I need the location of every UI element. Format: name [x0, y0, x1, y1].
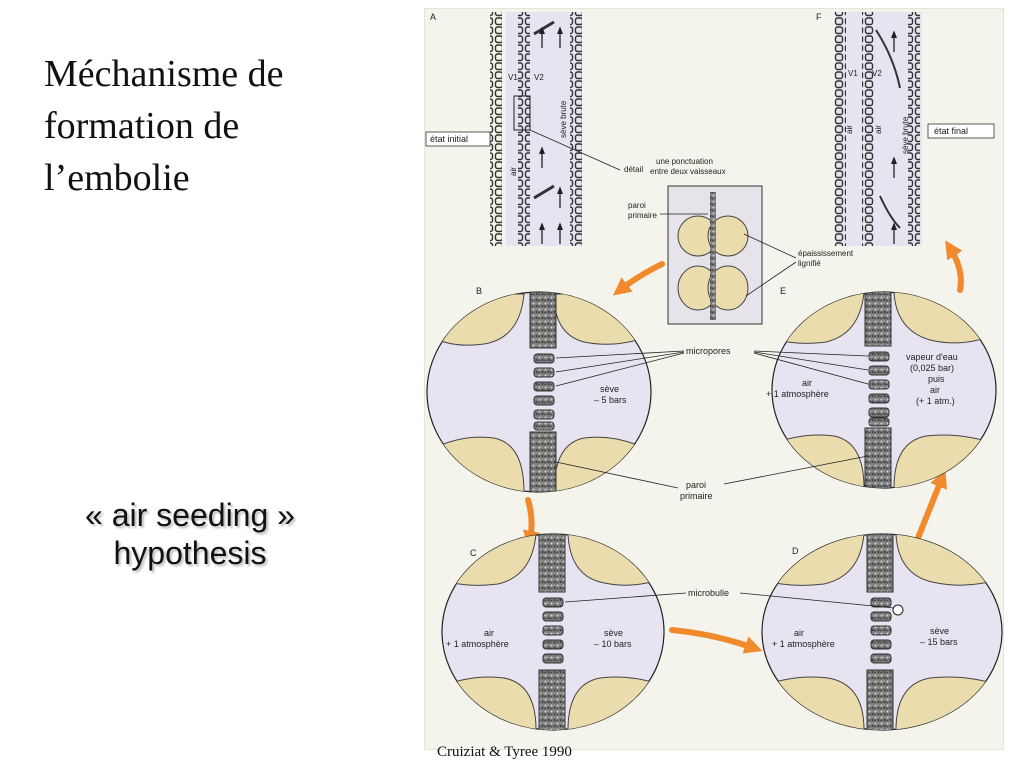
panel-f-letter: F	[816, 12, 822, 22]
arrow-e-to-f	[945, 240, 964, 293]
panel-e-letter: E	[780, 286, 786, 296]
panel-a-air: air	[509, 167, 518, 176]
etat-final-label: état final	[934, 126, 968, 136]
ponctuation-line-2: entre deux vaisseaux	[650, 167, 726, 176]
panel-e-vapeur-2: (0,025 bar)	[910, 363, 954, 373]
panel-d-air-1: air	[794, 628, 804, 638]
panel-d-seve-1: sève	[930, 626, 949, 636]
embolism-diagram: A V1 V2 sève brute air état initial F	[424, 8, 1004, 750]
panel-b-seve-2: – 5 bars	[594, 395, 627, 405]
hypothesis-line-2: hypothesis	[113, 535, 267, 571]
panel-a-detail-box	[513, 95, 531, 131]
panel-c-letter: C	[470, 548, 477, 558]
detail-label: détail	[624, 165, 643, 174]
panel-f-wall-right	[908, 12, 920, 246]
microbubble	[892, 604, 904, 616]
panel-c-seve-2: – 10 bars	[594, 639, 632, 649]
microbulle-label: microbulle	[688, 588, 729, 598]
title-line-1: Méchanisme de	[44, 53, 284, 95]
panel-a-v2: V2	[534, 73, 544, 82]
panel-f-wall-left	[834, 12, 846, 246]
embolism-figure: A V1 V2 sève brute air état initial F	[424, 8, 1004, 750]
panel-f-wall-mid	[862, 12, 874, 246]
panel-f-v1: V1	[848, 69, 858, 78]
arrow-d-to-e	[915, 469, 948, 541]
slide-title: Méchanisme de formation de l’embolie	[44, 48, 374, 204]
panel-f: F V1 V2 air air sève brute état final	[816, 12, 995, 246]
panel-c-air-2: + 1 atmosphère	[446, 639, 509, 649]
panel-b-letter: B	[476, 286, 482, 296]
panel-f-vessel	[836, 12, 922, 246]
panel-f-flap-2	[879, 195, 901, 229]
panel-f-v2: V2	[872, 69, 882, 78]
micropores-callout: micropores	[555, 346, 869, 387]
detail-leader	[529, 129, 621, 171]
panel-a-flow-arrows	[538, 26, 564, 244]
epaississement-leader-1	[743, 233, 797, 259]
progression-arrows	[522, 240, 964, 654]
panel-b-seve-1: sève	[600, 384, 619, 394]
arrow-a-to-b	[612, 261, 665, 296]
panel-a-wall-mid	[518, 12, 530, 246]
pit-lobe-4	[707, 265, 749, 311]
panel-d: D air + 1 atmosphère sève – 15 bars	[761, 533, 1003, 731]
panel-a-wall-right	[570, 12, 582, 246]
paroi-primaire-callout: paroi primaire	[555, 455, 869, 501]
panel-c-air-1: air	[484, 628, 494, 638]
pit-detail: paroi primaire détail une ponctuation en…	[529, 129, 854, 325]
pit-paroi-2: primaire	[628, 211, 657, 220]
paroi-primaire-line-1: paroi	[686, 480, 706, 490]
panel-f-air-1: air	[845, 125, 854, 134]
panel-e-vapeur-3: puis	[928, 374, 945, 384]
panel-f-air-2: air	[874, 125, 883, 134]
pit-paroi-1: paroi	[628, 201, 646, 210]
panel-d-letter: D	[792, 546, 799, 556]
panel-a: A V1 V2 sève brute air état initial	[425, 12, 582, 246]
panel-a-seve-brute: sève brute	[559, 100, 568, 138]
panel-a-wall-tilt-2	[533, 184, 555, 200]
etat-initial-label: état initial	[430, 134, 468, 144]
micropores-label: micropores	[686, 346, 731, 356]
panel-a-letter: A	[430, 12, 436, 22]
title-line-2: formation de	[44, 105, 240, 147]
etat-initial-box	[425, 131, 491, 147]
panel-e-vapeur-4: air	[930, 385, 940, 395]
hypothesis-caption: « air seeding » hypothesis	[40, 496, 340, 572]
panel-f-flap	[875, 29, 901, 89]
panel-f-seve-brute: sève brute	[901, 116, 910, 154]
panel-c: C air + 1 atmosphère sève – 10 bars	[441, 533, 665, 731]
arrow-b-to-c	[522, 497, 541, 549]
epaississement-line-1: épaississement	[798, 249, 854, 258]
panel-e-air-2: + 1 atmosphère	[766, 389, 829, 399]
arrow-c-to-d	[669, 627, 763, 654]
panel-d-seve-2: – 15 bars	[920, 637, 958, 647]
title-line-3: l’embolie	[44, 157, 190, 199]
pit-membrane	[710, 192, 716, 320]
source-credit: Cruiziat & Tyree 1990	[437, 744, 572, 760]
panel-e-air-1: air	[802, 378, 812, 388]
panel-a-wall-left	[490, 12, 502, 246]
panel-b: B sève – 5 bars	[426, 286, 652, 493]
panel-d-air-2: + 1 atmosphère	[772, 639, 835, 649]
panel-e-vapeur-5: (+ 1 atm.)	[916, 396, 955, 406]
epaississement-line-2: lignifié	[798, 259, 821, 268]
paroi-primaire-line-2: primaire	[680, 491, 713, 501]
panel-c-seve-1: sève	[604, 628, 623, 638]
panel-e-vapeur-1: vapeur d'eau	[906, 352, 958, 362]
etat-final-box	[927, 123, 995, 139]
microbulle-callout: microbulle	[564, 588, 895, 609]
epaississement-leader-2	[745, 261, 797, 297]
ponctuation-line-1: une ponctuation	[656, 157, 713, 166]
hypothesis-line-1: « air seeding »	[85, 497, 295, 533]
panel-a-v1: V1	[508, 73, 518, 82]
